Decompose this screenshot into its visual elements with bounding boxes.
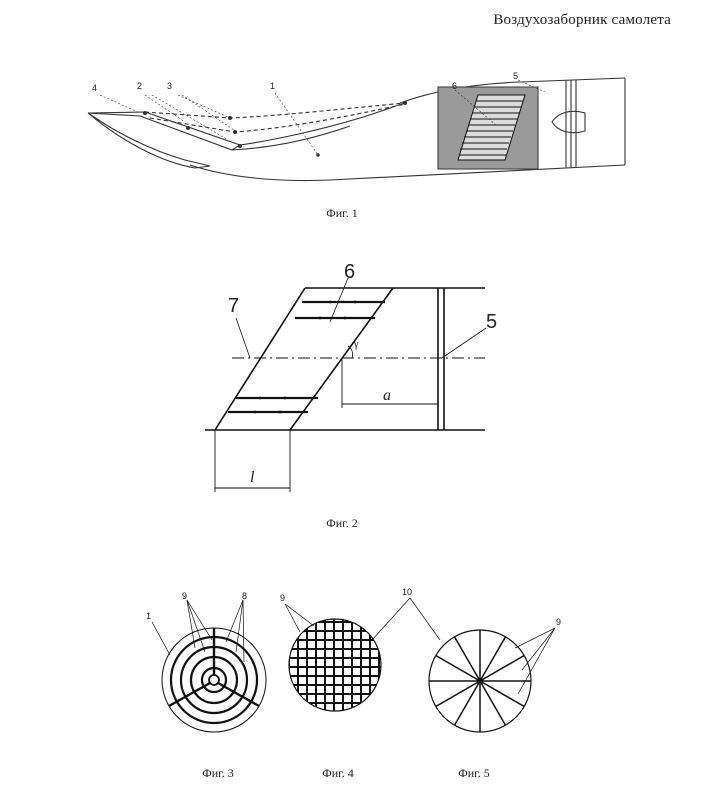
- fig3-label-9: 9: [182, 591, 188, 601]
- fig2-panel-right-edge: [289, 287, 394, 431]
- fig2-drawing: [205, 277, 487, 492]
- fig1-ramp-panel: [87, 111, 242, 151]
- fig1-lower-contour: [189, 164, 626, 182]
- fig1-caption: Фиг. 1: [326, 206, 358, 220]
- fig1-label-4: 4: [92, 83, 98, 93]
- fig5-label-9: 9: [556, 617, 562, 627]
- fig1-lower-lip: [87, 112, 211, 169]
- fig5-caption: Фиг. 5: [458, 766, 490, 780]
- fig2-label-5: 5: [486, 311, 498, 333]
- fig2-label-a: a: [383, 387, 391, 404]
- fig1-label-3: 3: [167, 81, 173, 91]
- fig2-caption: Фиг. 2: [326, 516, 358, 530]
- fig1-grill: [457, 94, 526, 161]
- fig5-drawing: [428, 627, 556, 733]
- fig2-dimension-a: [341, 358, 438, 408]
- fig2-dimension-l: [214, 430, 291, 492]
- fig5-radial-ribs: [429, 630, 531, 732]
- fig4-outer-ring: [288, 618, 382, 712]
- fig4-drawing: [284, 597, 441, 712]
- fig1-duct-contour: [239, 102, 406, 146]
- fig3-caption: Фиг. 3: [202, 766, 234, 780]
- fig4-label-10: 10: [402, 587, 413, 597]
- fig3-radial-ribs: [168, 628, 260, 708]
- fig1-spinner: [551, 110, 586, 134]
- fig3-drawing: [151, 599, 267, 733]
- fig1-label-1: 1: [270, 81, 276, 91]
- fig3-label-8: 8: [242, 591, 248, 601]
- fig2-label-6: 6: [344, 261, 356, 283]
- fig4-label-9: 9: [280, 593, 286, 603]
- fig3-label-1: 1: [146, 611, 152, 621]
- fig1-label-6: 6: [452, 81, 458, 91]
- fig2-label-7: 7: [228, 295, 240, 317]
- fig1-label-5: 5: [513, 71, 519, 81]
- fig1-dashed-ramp-a: [144, 102, 406, 119]
- fig2-label-l: l: [250, 469, 255, 486]
- fig2-angle-arc: [347, 345, 354, 359]
- fig2-label-gamma: γ: [354, 339, 359, 350]
- document-title: Воздухозаборник самолета: [493, 12, 671, 28]
- fig1-label-2: 2: [137, 81, 143, 91]
- fig2-grid-bars: [228, 300, 385, 414]
- fig1-drawing: [87, 77, 626, 182]
- fig4-caption: Фиг. 4: [322, 766, 354, 780]
- fig2-panel-left-edge: [214, 287, 306, 431]
